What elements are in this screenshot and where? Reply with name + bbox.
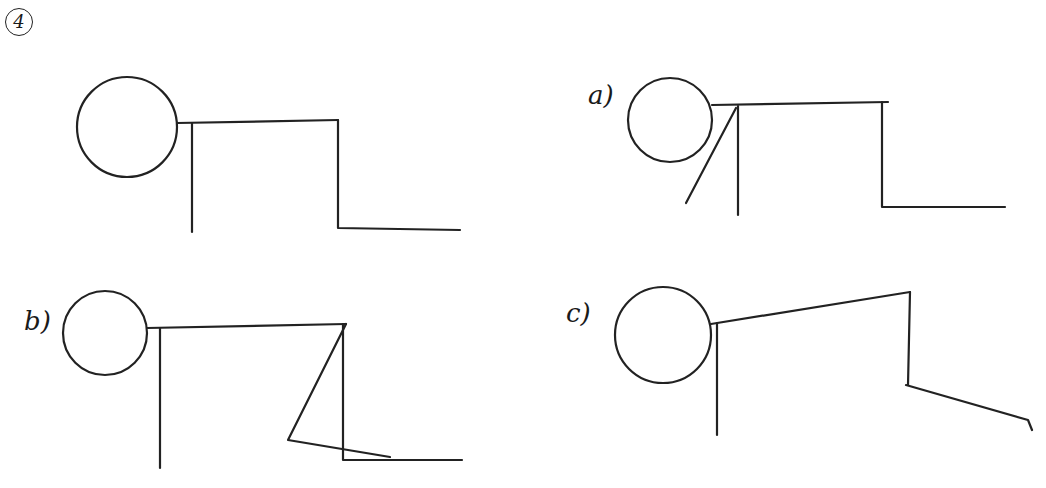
circled-number: 4 [5, 8, 33, 36]
figure-start [77, 77, 460, 232]
panel-label: c) [566, 300, 591, 326]
panel-label: a) [588, 82, 614, 108]
figure-b [63, 291, 462, 468]
figure-number: 4 [13, 13, 24, 31]
figure-c [615, 287, 1032, 435]
figure-a [628, 78, 1005, 215]
panel-label: b) [24, 308, 51, 334]
